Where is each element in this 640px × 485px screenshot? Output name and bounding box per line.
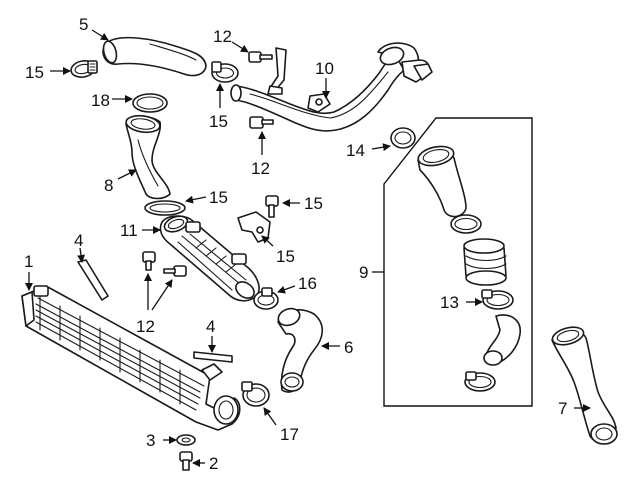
- callout-15-mid: 15: [209, 188, 228, 207]
- part-13-bracket: [237, 211, 271, 243]
- leader-lines: [25, 29, 591, 467]
- callout-5: 5: [79, 15, 88, 34]
- leader-5: [91, 29, 109, 41]
- part-9-hose-lower: [483, 314, 521, 366]
- part-6-lower-hose: [277, 307, 324, 393]
- part-17-o-ring: [390, 127, 416, 149]
- part-12-bolt-left-a: [142, 251, 156, 271]
- part-9-kit-box: [383, 117, 533, 407]
- part-15-clamp-lower: [241, 381, 270, 407]
- part-7-air-duct: [551, 326, 618, 445]
- leader-15-e: [263, 407, 277, 426]
- part-10-pipe-assembly: [230, 42, 433, 132]
- leader-15-b: [185, 195, 207, 204]
- leader-13: [261, 235, 274, 247]
- part-9-coupler: [463, 238, 507, 286]
- part-4-strip-lower: [193, 351, 233, 363]
- callout-13: 15: [276, 247, 295, 266]
- callout-18: 18: [91, 91, 110, 110]
- part-12-bolt-left-b: [163, 265, 187, 277]
- part-5-upper-hose: [102, 36, 207, 77]
- part-15-clamp-mid: [144, 200, 186, 216]
- callout-15-right-mid: 16: [298, 274, 317, 293]
- part-12-bolt-mid-top: [249, 116, 274, 129]
- part-1-intercooler: [21, 285, 241, 431]
- leader-12-a: [231, 41, 249, 53]
- part-15-clamp-top-mid: [211, 61, 239, 83]
- leader-4-a: [77, 247, 85, 263]
- callout-6: 6: [344, 338, 353, 357]
- part-3-washer: [176, 434, 196, 446]
- callout-4-lower: 4: [206, 317, 215, 336]
- callout-17: 14: [346, 141, 365, 160]
- callout-2: 2: [209, 454, 218, 473]
- callout-15-upper-left: 15: [25, 63, 44, 82]
- callout-12-top: 12: [213, 27, 232, 46]
- callout-12-left: 12: [136, 317, 155, 336]
- callout-labels: 5 15 18 8 15 12 15 12 10 15 15 11 1 4 12…: [24, 15, 567, 473]
- callout-7: 7: [558, 399, 567, 418]
- part-4-strip-upper: [77, 259, 109, 301]
- leader-8: [117, 169, 137, 180]
- part-14-bolt: [265, 195, 279, 218]
- callout-11: 11: [120, 221, 138, 240]
- callout-4-upper: 4: [74, 231, 83, 250]
- leader-12-c2: [151, 279, 173, 311]
- part-9-clamp-a: [450, 214, 482, 234]
- part-9-clamp-c: [464, 371, 496, 392]
- part-15-clamp-upper-left: [70, 60, 98, 78]
- part-12-bolt-top: [248, 51, 273, 63]
- callout-16: 13: [440, 293, 459, 312]
- callout-1: 1: [24, 252, 33, 271]
- callout-14: 15: [304, 194, 323, 213]
- callout-15-top-mid: 15: [209, 112, 228, 131]
- leader-15-d: [277, 285, 296, 294]
- callout-8: 8: [104, 176, 113, 195]
- callout-15-lower: 17: [280, 425, 299, 444]
- part-18-o-ring: [132, 93, 168, 113]
- leader-17: [371, 143, 391, 152]
- callout-3: 3: [146, 431, 155, 450]
- callout-12-mid: 12: [251, 159, 270, 178]
- callout-9: 9: [359, 263, 368, 282]
- part-8-intake-duct: [125, 114, 171, 200]
- callout-10: 10: [315, 59, 334, 78]
- part-9-clamp-b: [481, 289, 514, 310]
- part-9-hose-upper: [417, 145, 467, 218]
- part-15-clamp-right-mid: [253, 287, 279, 310]
- part-2-bolt: [179, 451, 193, 471]
